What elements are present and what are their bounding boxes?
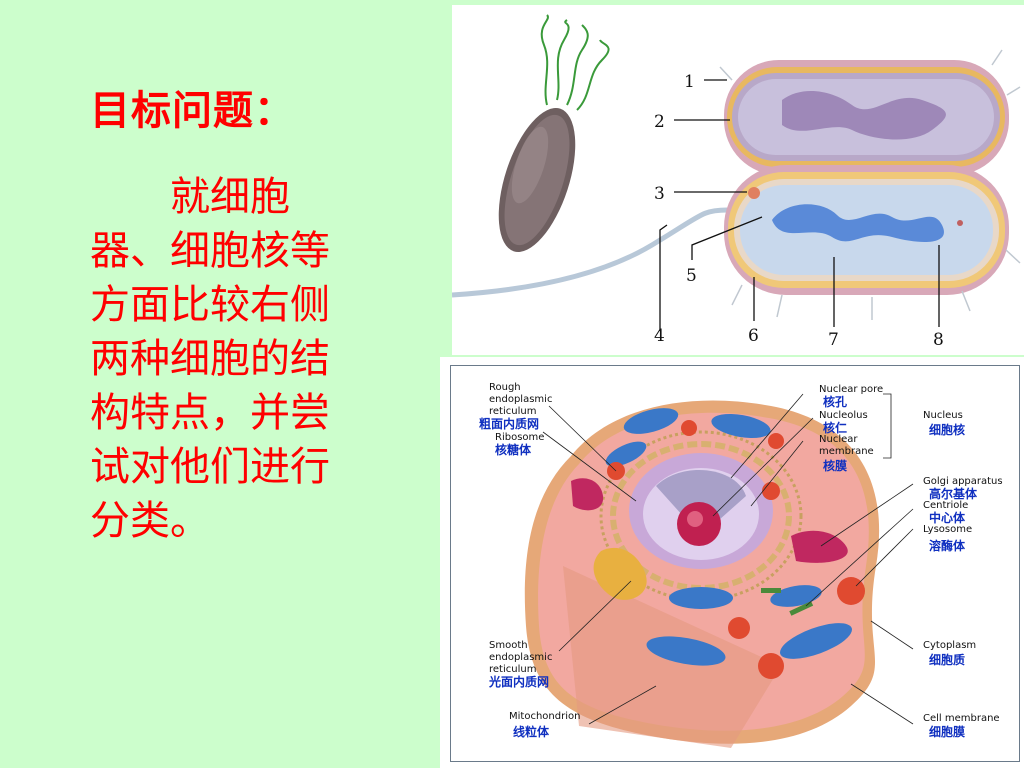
svg-text:Nucleus: Nucleus xyxy=(923,410,963,421)
svg-text:高尔基体: 高尔基体 xyxy=(929,486,978,501)
upper-cell-section xyxy=(724,60,1009,175)
svg-text:线粒体: 线粒体 xyxy=(513,724,550,739)
slide-body-text: 就细胞器、细胞核等方面比较右侧两种细胞的结构特点，并尝试对他们进行分类。 xyxy=(90,174,330,544)
svg-text:Lysosome: Lysosome xyxy=(923,524,972,535)
label-number-5: 5 xyxy=(686,266,697,286)
svg-text:溶酶体: 溶酶体 xyxy=(929,538,966,553)
animal-cell-illustration: Rough endoplasmic reticulum 粗面内质网 Riboso… xyxy=(479,382,1003,748)
svg-text:endoplasmic: endoplasmic xyxy=(489,394,552,405)
slide-title: 目标问题： xyxy=(90,87,295,134)
svg-text:Nuclear: Nuclear xyxy=(819,434,858,445)
label-golgi: Golgi apparatus 高尔基体 xyxy=(923,476,1003,501)
svg-text:核仁: 核仁 xyxy=(823,420,847,435)
label-centriole: Centriole 中心体 xyxy=(923,500,968,525)
svg-text:光面内质网: 光面内质网 xyxy=(488,674,549,689)
label-nucleus: Nucleus 细胞核 xyxy=(923,410,965,437)
label-cytoplasm: Cytoplasm 细胞质 xyxy=(923,640,976,667)
label-number-2: 2 xyxy=(654,112,665,132)
svg-text:Ribosome: Ribosome xyxy=(495,432,544,443)
bacterium-flagella xyxy=(540,14,610,111)
svg-text:Nucleolus: Nucleolus xyxy=(819,410,868,421)
label-nuclear-membrane: Nuclear membrane 核膜 xyxy=(819,434,874,473)
svg-text:核膜: 核膜 xyxy=(823,458,847,473)
svg-text:membrane: membrane xyxy=(819,446,874,457)
label-smooth-er: Smooth endoplasmic reticulum 光面内质网 xyxy=(488,640,552,689)
rod-bacterium xyxy=(498,107,576,253)
svg-text:endoplasmic: endoplasmic xyxy=(489,652,552,663)
part-numbers: 1 2 3 4 5 6 7 8 xyxy=(654,72,944,350)
label-nucleolus: Nucleolus 核仁 xyxy=(819,410,868,435)
svg-text:Cell membrane: Cell membrane xyxy=(923,713,1000,724)
label-nuclear-pore: Nuclear pore 核孔 xyxy=(819,384,883,409)
eukaryote-diagram: Rough endoplasmic reticulum 粗面内质网 Riboso… xyxy=(440,357,1024,768)
svg-text:Centriole: Centriole xyxy=(923,500,968,511)
svg-text:粗面内质网: 粗面内质网 xyxy=(479,416,539,431)
svg-text:Mitochondrion: Mitochondrion xyxy=(509,711,580,722)
leader-lines xyxy=(659,79,940,331)
label-mitochondrion: Mitochondrion 线粒体 xyxy=(509,711,580,739)
svg-text:Golgi apparatus: Golgi apparatus xyxy=(923,476,1003,487)
svg-text:细胞核: 细胞核 xyxy=(929,422,965,437)
label-number-7: 7 xyxy=(828,330,839,350)
lower-cell-section xyxy=(724,165,1009,295)
label-lysosome: Lysosome 溶酶体 xyxy=(923,524,972,553)
label-number-1: 1 xyxy=(684,72,695,92)
svg-text:核糖体: 核糖体 xyxy=(495,442,532,457)
svg-text:细胞膜: 细胞膜 xyxy=(929,724,965,739)
svg-text:Rough: Rough xyxy=(489,382,521,393)
label-number-8: 8 xyxy=(933,330,944,350)
label-number-4: 4 xyxy=(654,326,665,346)
long-flagellum xyxy=(451,207,728,298)
animal-cell xyxy=(524,400,880,748)
svg-text:Cytoplasm: Cytoplasm xyxy=(923,640,976,651)
svg-text:reticulum: reticulum xyxy=(489,406,536,417)
prokaryote-illustration: 1 2 3 4 5 6 7 8 xyxy=(451,14,1021,350)
svg-text:核孔: 核孔 xyxy=(823,394,847,409)
svg-text:reticulum: reticulum xyxy=(489,664,536,675)
prokaryote-diagram: 1 2 3 4 5 6 7 8 xyxy=(451,5,1024,355)
label-cell-membrane: Cell membrane 细胞膜 xyxy=(923,713,1000,739)
pili xyxy=(719,49,1021,320)
label-number-6: 6 xyxy=(748,326,759,346)
label-number-3: 3 xyxy=(654,184,665,204)
eukaryote-leader-lines xyxy=(542,393,914,725)
svg-text:Nuclear pore: Nuclear pore xyxy=(819,384,883,395)
label-rough-er: Rough endoplasmic reticulum 粗面内质网 xyxy=(479,382,552,431)
label-ribosome: Ribosome 核糖体 xyxy=(495,432,544,457)
svg-text:细胞质: 细胞质 xyxy=(929,652,965,667)
svg-text:Smooth: Smooth xyxy=(489,640,528,651)
svg-text:中心体: 中心体 xyxy=(929,510,966,525)
